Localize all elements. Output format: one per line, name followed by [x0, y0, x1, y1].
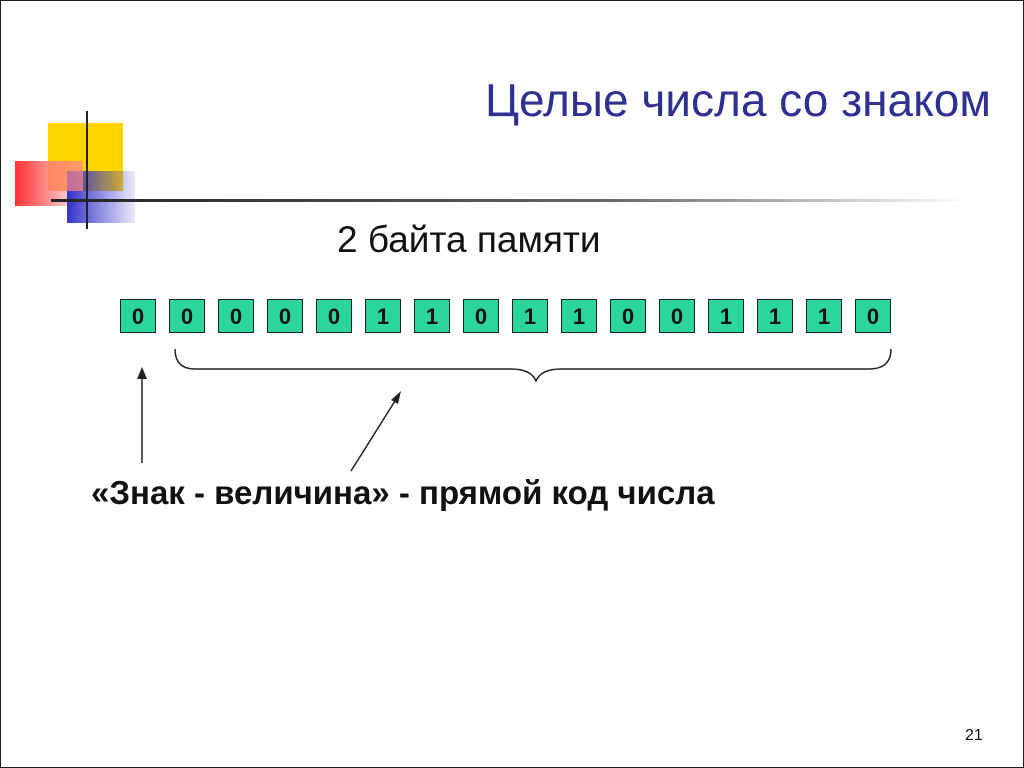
bit-cell-3: 0 — [218, 299, 254, 333]
page-number: 21 — [965, 727, 983, 744]
deco-pink-overlap — [48, 161, 83, 191]
bit-cell-13: 1 — [708, 299, 744, 333]
header-rule — [51, 199, 971, 202]
bit-cell-2: 0 — [169, 299, 205, 333]
bit-cell-14: 1 — [757, 299, 793, 333]
bit-cell-12: 0 — [659, 299, 695, 333]
bit-cell-6: 1 — [365, 299, 401, 333]
subtitle-memory-size: 2 байта памяти — [337, 219, 601, 260]
bit-cell-11: 0 — [610, 299, 646, 333]
bit-cell-8: 0 — [463, 299, 499, 333]
bit-cell-9: 1 — [512, 299, 548, 333]
magnitude-brace — [174, 348, 892, 383]
bit-cell-10: 1 — [561, 299, 597, 333]
caption-sign-magnitude: «Знак - величина» - прямой код числа — [91, 474, 715, 511]
magnitude-arrow-head — [391, 391, 401, 404]
bit-cell-15: 1 — [806, 299, 842, 333]
bit-cell-4: 0 — [267, 299, 303, 333]
bit-cell-5: 0 — [316, 299, 352, 333]
bit-cell-7: 1 — [414, 299, 450, 333]
bit-cell-1: 0 — [120, 299, 156, 333]
magnitude-arrow-shaft — [350, 400, 396, 472]
bit-cell-16: 0 — [855, 299, 891, 333]
sign-arrow-head — [137, 367, 147, 379]
slide-title: Целые числа со знаком — [484, 74, 991, 126]
